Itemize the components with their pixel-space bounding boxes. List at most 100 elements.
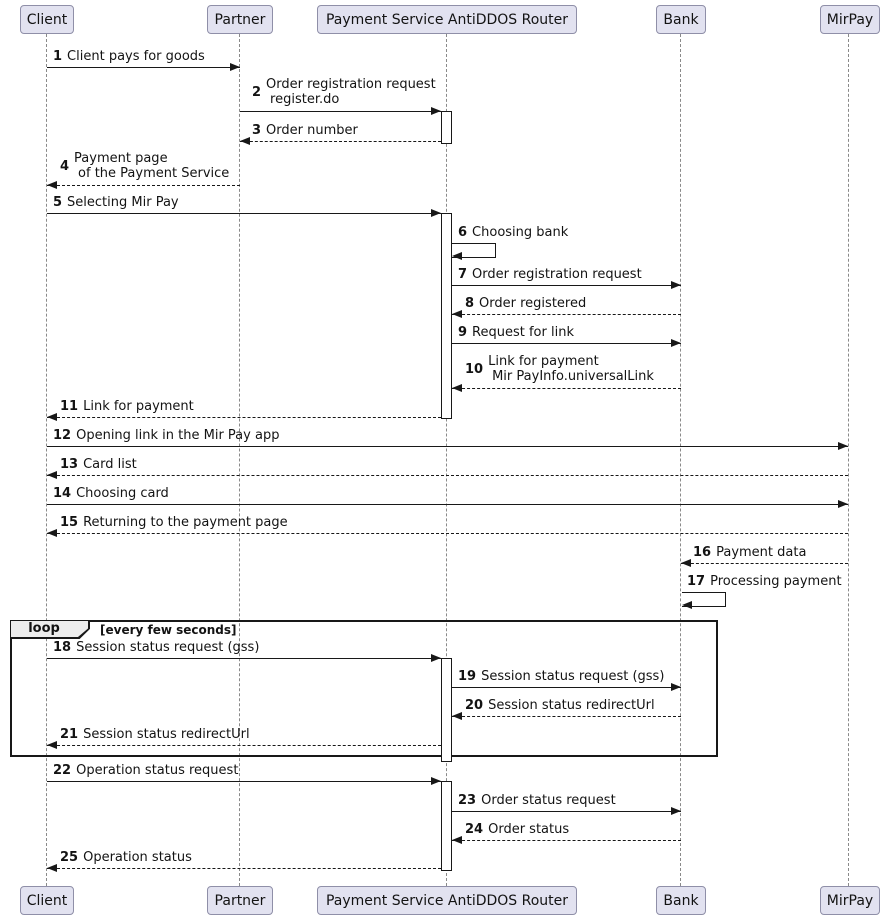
loop-condition: [every few seconds] [100,623,237,637]
message-text: Client pays for goods [67,49,205,64]
participant-partner-top: Partner [207,5,273,34]
arrow-line [47,67,240,68]
arrowhead-right-icon [230,63,240,71]
arrow-line [47,504,848,505]
message-number: 3 [252,123,262,138]
arrowhead-right-icon [671,807,681,815]
message-number: 17 [687,574,706,589]
message-number: 13 [60,457,79,472]
arrow-line [47,745,441,746]
arrowhead-left-icon [47,741,57,749]
message-number: 19 [458,669,477,684]
message-text: of the Payment Service [78,166,230,181]
message-text: Payment page [74,151,168,166]
arrow-line [47,658,441,659]
message-number: 20 [465,698,484,713]
activation-bar [441,111,452,144]
lifeline-partner [239,34,240,886]
message-text: Session status request (gss) [481,669,665,684]
message-13: 13 Card list [60,457,137,472]
message-text: Order registration request [472,267,642,282]
message-number: 15 [60,515,79,530]
arrowhead-left-icon [452,310,462,318]
lifeline-bank [680,34,681,886]
participant-mirpay-top: MirPay [820,5,880,34]
arrow-line [452,314,681,315]
arrowhead-right-icon [671,339,681,347]
self-message-loop [452,243,496,258]
arrowhead-left-icon [240,137,250,145]
message-3: 3 Order number [252,123,358,138]
message-number: 25 [60,850,79,865]
message-number: 7 [458,267,468,282]
message-19: 19 Session status request (gss) [458,669,664,684]
arrowhead-left-icon [682,601,692,609]
loop-tab [11,621,88,637]
arrowhead-right-icon [431,209,441,217]
message-text: Card list [83,457,137,472]
message-text: Order status request [481,793,616,808]
arrowhead-right-icon [431,654,441,662]
message-number: 24 [465,822,484,837]
message-number: 8 [465,296,475,311]
loop-frame [10,620,718,757]
message-text: Link for payment [488,354,599,369]
participant-bank-bottom: Bank [656,886,706,915]
arrowhead-left-icon [452,836,462,844]
message-number: 22 [53,763,72,778]
message-number: 6 [458,225,468,240]
arrowhead-right-icon [671,281,681,289]
message-number: 18 [53,640,72,655]
arrowhead-right-icon [431,777,441,785]
arrow-line [240,111,441,112]
message-text: Processing payment [710,574,842,589]
message-text: Payment data [716,545,807,560]
message-number: 5 [53,195,63,210]
message-number: 9 [458,325,468,340]
message-text: Mir PayInfo.universalLink [492,369,654,384]
participant-label: Bank [663,11,699,28]
arrow-line [47,781,441,782]
message-text: Order number [266,123,358,138]
message-text: Link for payment [83,399,194,414]
arrow-line [47,868,441,869]
message-number: 23 [458,793,477,808]
arrowhead-left-icon [452,252,462,260]
arrowhead-left-icon [452,712,462,720]
arrowhead-left-icon [47,864,57,872]
arrowhead-left-icon [47,471,57,479]
message-1: 1 Client pays for goods [53,49,205,64]
arrow-line [452,388,681,389]
arrow-line [47,417,441,418]
arrowhead-left-icon [47,413,57,421]
arrow-line [47,446,848,447]
participant-bank-top: Bank [656,5,706,34]
participant-label: Partner [214,11,266,28]
participant-label: MirPay [826,892,874,909]
lifeline-mirpay [848,34,849,886]
message-text: Order status [488,822,570,837]
self-message-loop [682,592,726,607]
message-number: 1 [53,49,63,64]
message-24: 24 Order status [465,822,569,837]
message-text: Opening link in the Mir Pay app [76,428,280,443]
message-text: Operation status request [76,763,239,778]
arrow-line [47,213,441,214]
message-23: 23 Order status request [458,793,616,808]
message-text: register.do [270,92,340,107]
participant-payment-service-bottom: Payment Service AntiDDOS Router [317,886,577,915]
participant-client-top: Client [20,5,74,34]
arrow-line [47,475,848,476]
arrow-line [240,141,441,142]
message-text: Operation status [83,850,192,865]
arrow-line [452,687,681,688]
participant-payment-service-top: Payment Service AntiDDOS Router [317,5,577,34]
activation-bar [441,658,452,762]
participant-label: Partner [214,892,266,909]
